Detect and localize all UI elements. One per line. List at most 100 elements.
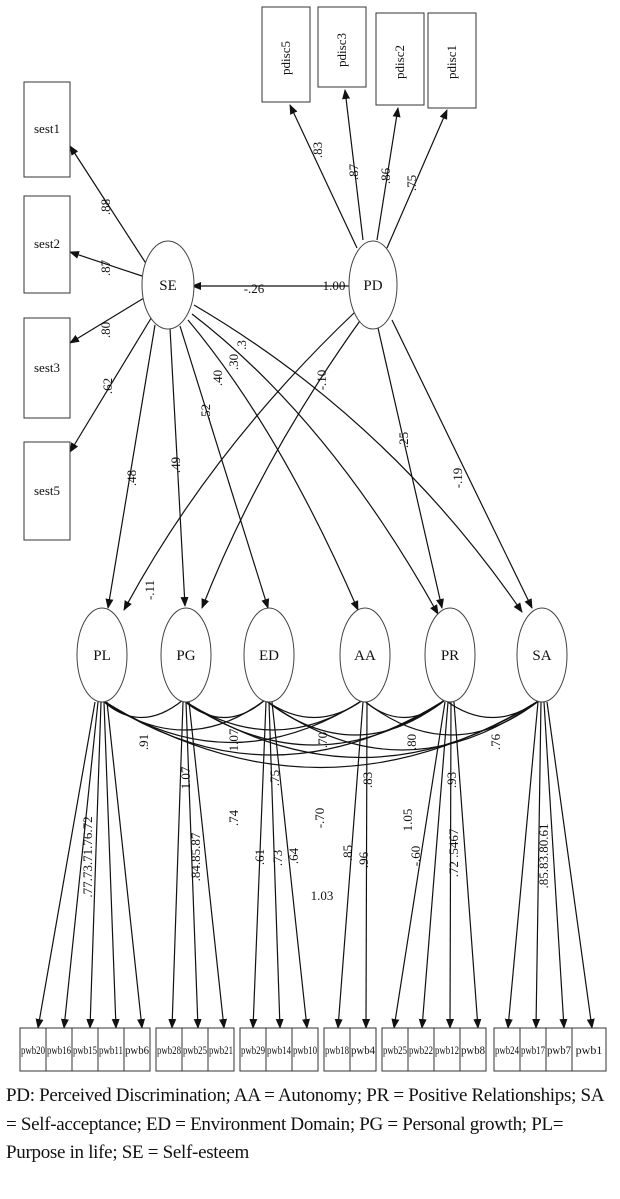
- path-label: .30: [226, 354, 241, 370]
- node-label-sest2: sest2: [34, 236, 60, 251]
- node-label-pwb: pwb29: [241, 1043, 265, 1057]
- node-label-sest3: sest3: [34, 360, 60, 375]
- node-label-pwb: pwb7: [547, 1043, 571, 1057]
- node-label-se: SE: [159, 278, 177, 294]
- loading-label: .85.83.80.61: [536, 824, 551, 889]
- edges: [35, 89, 595, 1029]
- node-label-aa: AA: [354, 648, 376, 664]
- loading-label: .84.85.87: [188, 832, 203, 881]
- edge-pd-pdisc1: [386, 109, 448, 249]
- node-label-pwb: pwb20: [21, 1043, 45, 1057]
- loading-label: .96: [356, 851, 371, 868]
- node-label-pwb: pwb10: [293, 1043, 317, 1057]
- node-label-pwb: pwb17: [521, 1043, 545, 1057]
- edge-se-pl: [105, 324, 156, 609]
- node-label-pwb: pwb28: [157, 1043, 181, 1057]
- path-label: -.10: [314, 370, 329, 391]
- covariance-label: .75: [267, 770, 282, 786]
- loading-label: .87: [346, 163, 361, 180]
- node-label-pwb: pwb14: [267, 1043, 291, 1057]
- node-label-pdisc5: pdisc5: [278, 41, 293, 75]
- latent-pl: [76, 607, 128, 703]
- node-label-pg: PG: [176, 648, 195, 664]
- loading-label: -.60: [408, 846, 423, 867]
- indicator-fans: [35, 701, 595, 1029]
- loading-label: .83: [310, 142, 325, 158]
- node-label-pwb: pwb8: [461, 1043, 485, 1057]
- node-label-pwb: pwb21: [209, 1043, 233, 1057]
- edge-pd-pg: [201, 317, 363, 609]
- edge-pd-pdisc5: [289, 104, 358, 249]
- covariance-label: 1.05: [400, 809, 415, 832]
- loading-label: .80: [98, 322, 113, 338]
- covariance-label: -.70: [312, 808, 327, 829]
- node-label-pl: PL: [93, 648, 111, 664]
- covariance-label: .91: [136, 734, 151, 750]
- path-label: -.26: [244, 281, 265, 296]
- loading-label: .62: [100, 378, 115, 394]
- edge-se-sest1: [69, 145, 148, 266]
- covariance-label: 1.07: [178, 766, 193, 789]
- path-label: .3: [234, 340, 249, 350]
- latent-sa: [516, 607, 568, 703]
- figure-caption: PD: Perceived Discrimination; AA = Auton…: [6, 1085, 604, 1163]
- node-label-pwb: pwb11: [99, 1043, 123, 1057]
- loading-label: .72 .5467: [446, 828, 461, 877]
- latent-ed: [243, 607, 295, 703]
- node-label-pdisc3: pdisc3: [334, 33, 349, 67]
- latent-pg: [160, 607, 212, 703]
- covariance-label: .93: [444, 772, 459, 788]
- node-label-pwb: pwb22: [409, 1043, 433, 1057]
- loading-label: .64: [286, 847, 301, 864]
- node-label-pwb: pwb24: [495, 1043, 519, 1057]
- path-label: .49: [168, 457, 183, 473]
- node-label-pdisc2: pdisc2: [392, 45, 407, 79]
- edge-se-pr: [191, 313, 439, 615]
- loading-label: .87: [98, 259, 113, 276]
- node-label-pwb: pwb18: [325, 1043, 349, 1057]
- sest-indicators: sest1 sest2 sest3 sest5: [23, 81, 71, 541]
- covariance-label: .70: [315, 732, 330, 748]
- loading-label: .75: [404, 175, 419, 191]
- loading-label: .61: [252, 849, 267, 865]
- lower-latents: PL PG ED AA PR SA: [76, 607, 568, 703]
- node-label-ed: ED: [259, 648, 279, 664]
- node-label-sest1: sest1: [34, 121, 60, 136]
- pdisc-indicators: pdisc5 pdisc3 pdisc2 pdisc1: [261, 6, 477, 109]
- edge-se-sest5: [69, 314, 154, 453]
- coefficient-labels: .83 .87 .86 .75 .88 .87 .80 .62 -.26 1.0…: [80, 142, 551, 903]
- covariance-label: .74: [226, 809, 241, 826]
- node-label-pwb: pwb4: [351, 1043, 375, 1057]
- path-label: 1.00: [323, 278, 346, 293]
- node-label-sest5: sest5: [34, 483, 60, 498]
- edge-se-sest2: [69, 251, 143, 277]
- node-label-pwb: pwb1: [576, 1043, 603, 1057]
- path-label: -.19: [450, 468, 465, 489]
- node-label-pwb: pwb16: [47, 1043, 71, 1057]
- loading-label: .86: [378, 167, 393, 184]
- latent-se: [141, 240, 195, 330]
- node-label-pwb: pwb12: [435, 1043, 459, 1057]
- node-label-pwb: pwb25: [183, 1043, 207, 1057]
- covariance-label: .80: [404, 734, 419, 750]
- path-label: -.11: [142, 580, 157, 600]
- edge-pd-pr: [377, 327, 444, 609]
- path-label: .52: [198, 404, 213, 420]
- path-label: .25: [396, 432, 411, 448]
- edge-pd-sa: [391, 319, 533, 609]
- edge-se-pg: [169, 327, 189, 607]
- covariance-label: 1.03: [311, 888, 334, 903]
- node-label-pwb: pwb6: [125, 1043, 149, 1057]
- pwb-indicators: pwb20 pwb16 pwb15 pwb11 pwb6 pwb28 pwb25…: [19, 1027, 607, 1072]
- path-label: .48: [124, 470, 139, 486]
- latent-pd: [348, 240, 398, 330]
- edge-se-ed: [179, 325, 270, 609]
- covariance-label: .83: [360, 772, 375, 788]
- node-label-pr: PR: [441, 648, 459, 664]
- loading-label: .77.73.71.76.72: [80, 816, 95, 897]
- node-label-pdisc1: pdisc1: [444, 45, 459, 79]
- sem-path-diagram: pdisc5 pdisc3 pdisc2 pdisc1 sest1 sest2 …: [19, 6, 607, 1072]
- loading-label: .73: [270, 850, 285, 866]
- covariance-label: 1.07: [226, 728, 241, 751]
- covariance-arcs: [101, 699, 541, 768]
